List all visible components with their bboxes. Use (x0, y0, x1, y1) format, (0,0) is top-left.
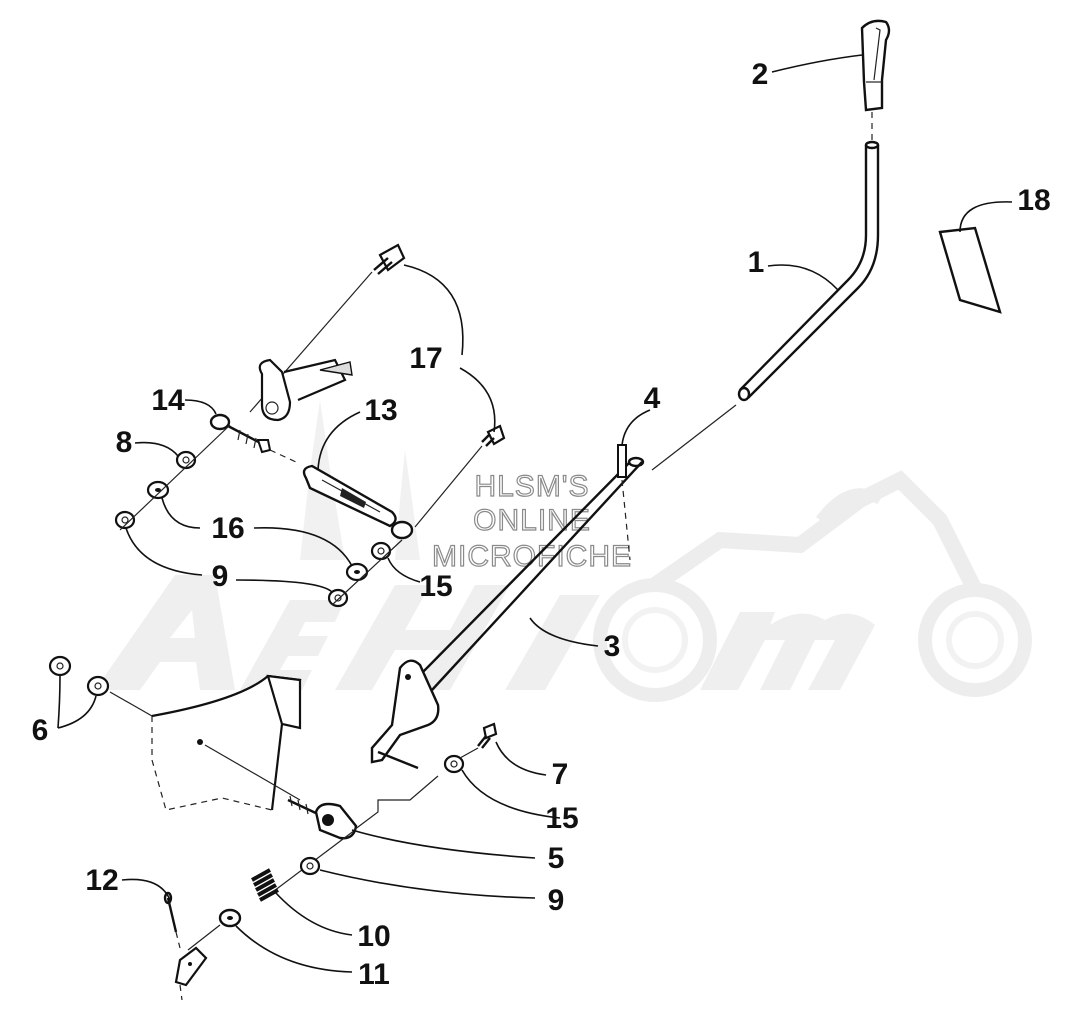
watermark-line1: HLSM'S (474, 470, 589, 503)
alignment-line-13 (331, 539, 403, 606)
part-17-bolt-upper (373, 243, 406, 275)
callout-9-upper: 9 (212, 560, 229, 593)
callout-8: 8 (116, 426, 133, 459)
callout-6: 6 (32, 714, 49, 747)
alignment-line-14 (119, 424, 231, 531)
watermark-line3: MICROFICHE (432, 540, 632, 573)
clevis-pin (174, 946, 208, 1001)
part-5-pivot (287, 795, 358, 840)
callout-7: 7 (552, 758, 569, 791)
part-2-shift-knob (860, 19, 891, 112)
part-17-bolt-lower (481, 424, 506, 447)
alignment-line-bracket (204, 744, 301, 801)
part-9-nut-c (299, 856, 321, 876)
callout-5: 5 (548, 842, 565, 875)
part-6-nuts (48, 655, 110, 697)
callout-17: 17 (409, 342, 442, 375)
callout-13: 13 (364, 394, 397, 427)
part-9-nut-a (114, 510, 136, 530)
callout-1: 1 (748, 246, 765, 279)
part-7-bolt (477, 722, 498, 749)
callout-14: 14 (151, 384, 185, 417)
callout-11: 11 (358, 958, 390, 991)
part-15-nut-b (443, 754, 465, 774)
threaded-stud (256, 439, 297, 463)
part-16-washer-b (345, 562, 369, 582)
part-18-decal (938, 226, 1002, 314)
callout-18: 18 (1017, 184, 1050, 217)
alignment-line-1 (651, 404, 737, 471)
callout-16: 16 (211, 512, 244, 545)
part-3-shift-rod (370, 456, 645, 770)
part-10-spring (251, 868, 279, 902)
part-12-cotter-pin (163, 891, 181, 949)
callout-4: 4 (644, 382, 661, 415)
callout-2: 2 (752, 58, 769, 91)
part-15-nut-a (370, 541, 392, 561)
callout-3: 3 (604, 630, 621, 663)
callout-9-lower: 9 (548, 884, 565, 917)
part-1-shift-lever (737, 140, 880, 402)
part-8-nut (175, 450, 197, 470)
callout-15-lower: 15 (545, 802, 578, 835)
callout-12: 12 (85, 864, 118, 897)
alignment-line-step (353, 775, 439, 831)
part-9-nut-b (327, 588, 349, 608)
callout-15-upper: 15 (419, 570, 452, 603)
alignment-line-17b (414, 445, 483, 528)
part-14-rod-end (209, 413, 271, 450)
alignment-line-7 (459, 747, 479, 759)
watermark-text: HLSM'S ONLINE MICROFICHE (431, 469, 632, 573)
part-16-washer-a (146, 480, 170, 500)
leader-lines (57, 54, 1013, 973)
callout-10: 10 (357, 920, 390, 953)
part-13-turnbuckle (302, 464, 414, 540)
alignment-line-11 (187, 924, 221, 951)
callout-labels: 2 1 18 4 3 17 13 14 8 16 9 15 6 7 15 5 9… (32, 58, 1051, 991)
watermark-logo (95, 400, 1032, 702)
alignment-line-6 (109, 691, 153, 717)
part-11-washer (218, 908, 242, 928)
bellcrank-bracket (258, 358, 353, 422)
frame-mount-bracket (151, 674, 302, 811)
